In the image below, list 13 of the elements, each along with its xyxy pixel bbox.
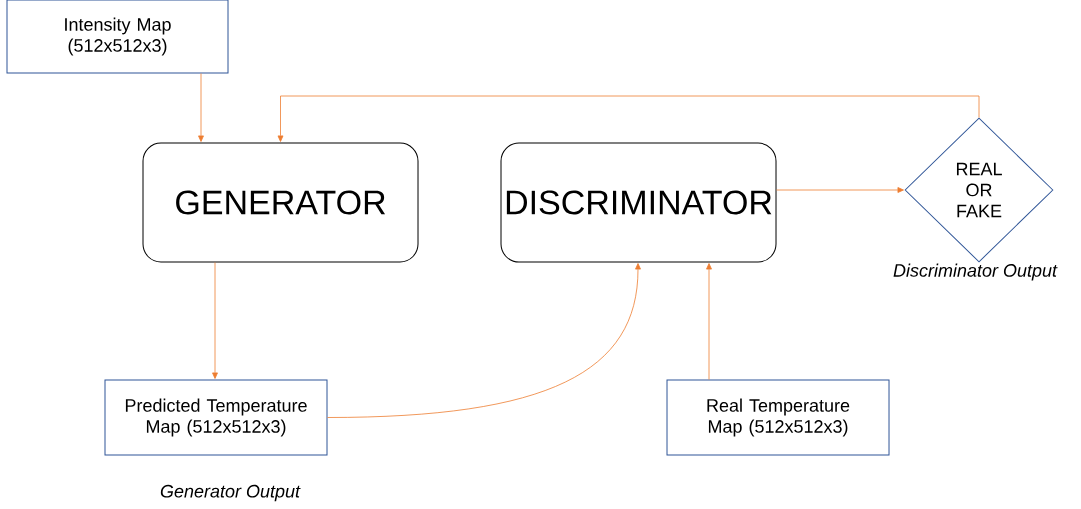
process-box: DISCRIMINATOR [500, 142, 777, 263]
curved-arrow [327, 263, 641, 418]
arrow [212, 262, 218, 379]
data-box: Predicted Temperature Map (512x512x3) [104, 379, 328, 456]
node-label: Discriminator Output [893, 263, 1058, 281]
data-box: Intensity Map (512x512x3) [6, 0, 229, 74]
feedback-arrow [277, 95, 980, 142]
arrow [706, 263, 712, 380]
data-box: Real Temperature Map (512x512x3) [666, 379, 890, 456]
arrow [776, 187, 904, 193]
arrow [198, 73, 204, 142]
node-label: Generator Output [160, 484, 301, 502]
process-box: GENERATOR [142, 142, 419, 263]
